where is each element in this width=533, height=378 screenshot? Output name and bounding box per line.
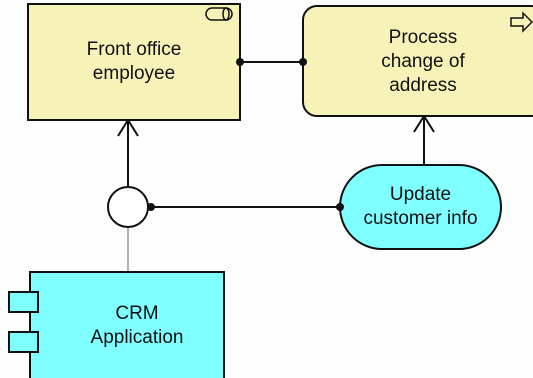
- assignment-end-dot: [299, 58, 307, 66]
- business-process-arrow-icon: [510, 11, 533, 33]
- business-role-icon: [205, 7, 233, 21]
- update-customer-info-node[interactable]: [339, 164, 502, 250]
- crm-application-node[interactable]: [8, 271, 225, 378]
- front-office-employee-box: [27, 3, 241, 121]
- component-tab-bottom-icon: [8, 331, 39, 353]
- front-office-employee-node[interactable]: [27, 3, 241, 121]
- process-change-of-address-node[interactable]: [302, 5, 533, 117]
- interface-assignment-start-dot: [147, 203, 155, 211]
- crm-application-box: [29, 271, 225, 378]
- process-change-of-address-box: [302, 5, 533, 117]
- connection-endpoints: [147, 58, 344, 211]
- component-tab-top-icon: [8, 291, 39, 313]
- interface-assignment-end-dot: [336, 203, 344, 211]
- application-interface-circle[interactable]: [107, 186, 149, 228]
- assignment-start-dot: [236, 58, 244, 66]
